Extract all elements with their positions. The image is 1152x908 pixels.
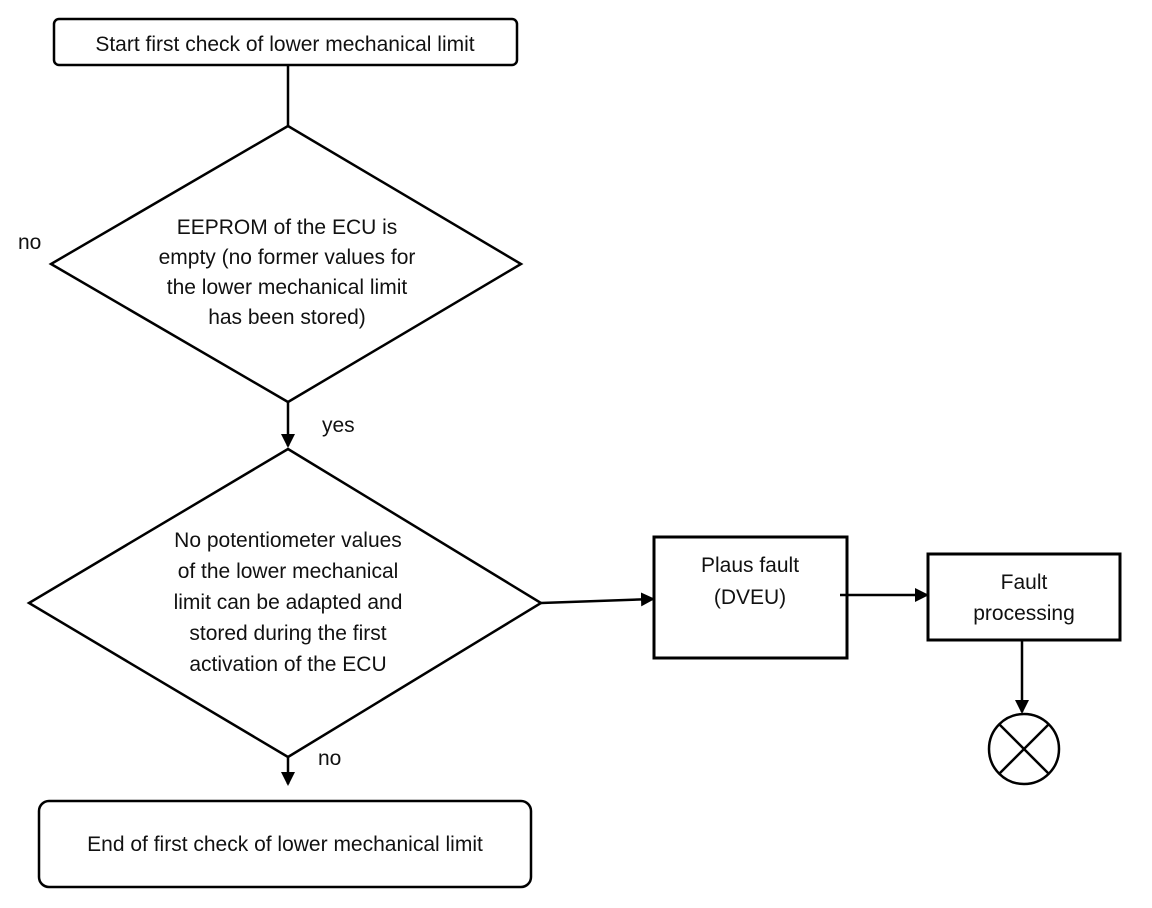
- arrow-potentiometer-to-plaus-fault: [540, 592, 655, 607]
- circle-x-icon: [987, 712, 1061, 786]
- decision-potentiometer-line-1: No potentiometer values: [174, 529, 402, 552]
- edge-label-no-left: no: [18, 231, 41, 254]
- edge-label-no-bottom: no: [318, 747, 341, 770]
- decision-potentiometer-line-3: limit can be adapted and: [174, 591, 403, 614]
- decision-eeprom-line-2: empty (no former values for: [159, 246, 416, 269]
- fault-processing-line-2: processing: [973, 602, 1075, 625]
- end-box: End of first check of lower mechanical l…: [37, 799, 533, 889]
- decision-potentiometer: No potentiometer values of the lower mec…: [26, 447, 544, 759]
- edge-label-yes: yes: [322, 414, 355, 437]
- decision-eeprom-line-1: EEPROM of the ECU is: [177, 216, 398, 239]
- decision-potentiometer-line-5: activation of the ECU: [189, 653, 386, 676]
- plaus-fault-box: Plaus fault (DVEU): [652, 535, 849, 660]
- fault-processing-box: Fault processing: [926, 552, 1122, 642]
- decision-potentiometer-line-2: of the lower mechanical: [178, 560, 399, 583]
- decision-eeprom-line-4: has been stored): [208, 306, 366, 329]
- decision-potentiometer-line-4: stored during the first: [189, 622, 386, 645]
- decision-eeprom: EEPROM of the ECU is empty (no former va…: [48, 124, 524, 404]
- fault-processing-line-1: Fault: [1001, 571, 1048, 594]
- start-box-label: Start first check of lower mechanical li…: [95, 33, 474, 56]
- decision-eeprom-line-3: the lower mechanical limit: [167, 276, 408, 299]
- end-box-label: End of first check of lower mechanical l…: [87, 833, 483, 856]
- start-box: Start first check of lower mechanical li…: [52, 17, 519, 67]
- plaus-fault-line-2: (DVEU): [714, 586, 786, 609]
- plaus-fault-line-1: Plaus fault: [701, 554, 799, 577]
